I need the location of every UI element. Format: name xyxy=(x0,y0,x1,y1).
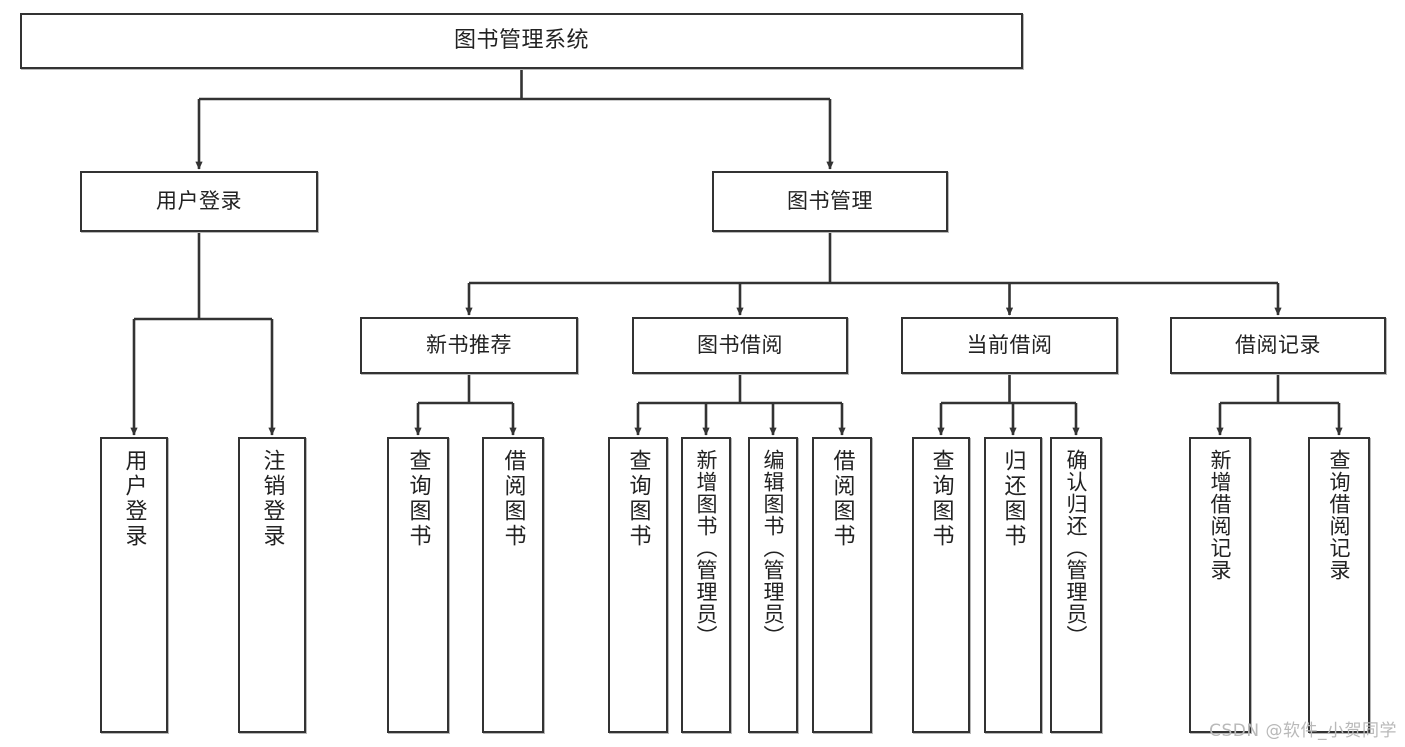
node-current-borrow[interactable]: 当前借阅 xyxy=(901,317,1118,374)
node-leaf-return-book[interactable]: 归还图书 xyxy=(984,437,1042,733)
node-new-book-rec[interactable]: 新书推荐 xyxy=(360,317,578,374)
node-label: 新增图书（管理员） xyxy=(694,449,719,647)
node-label: 查询图书 xyxy=(928,449,954,549)
node-label: 确认归还（管理员） xyxy=(1064,449,1089,647)
node-leaf-query-book-3[interactable]: 查询图书 xyxy=(912,437,970,733)
node-label: 查询借阅记录 xyxy=(1327,449,1352,581)
node-label: 图书借阅 xyxy=(697,333,783,358)
node-label: 借阅图书 xyxy=(500,449,526,549)
node-label: 查询图书 xyxy=(405,449,431,549)
node-leaf-edit-book[interactable]: 编辑图书（管理员） xyxy=(748,437,798,733)
node-leaf-add-book[interactable]: 新增图书（管理员） xyxy=(681,437,731,733)
node-book-borrow[interactable]: 图书借阅 xyxy=(632,317,848,374)
node-leaf-confirm-return[interactable]: 确认归还（管理员） xyxy=(1050,437,1102,733)
node-label: 注销登录 xyxy=(259,449,285,549)
node-book-manage[interactable]: 图书管理 xyxy=(712,171,948,232)
node-label: 借阅图书 xyxy=(829,449,855,549)
node-label: 用户登录 xyxy=(121,449,147,549)
node-label: 新增借阅记录 xyxy=(1208,449,1233,581)
node-label: 编辑图书（管理员） xyxy=(761,449,786,647)
node-leaf-user-login[interactable]: 用户登录 xyxy=(100,437,168,733)
watermark-credit: CSDN @软件_小贺同学 xyxy=(1209,721,1397,741)
connector-edges xyxy=(130,69,1343,436)
node-leaf-borrow-book-1[interactable]: 借阅图书 xyxy=(482,437,544,733)
node-borrow-record[interactable]: 借阅记录 xyxy=(1170,317,1386,374)
node-label: 归还图书 xyxy=(1000,449,1026,549)
node-label: 当前借阅 xyxy=(966,333,1053,358)
node-leaf-query-record[interactable]: 查询借阅记录 xyxy=(1308,437,1370,733)
node-leaf-query-book-1[interactable]: 查询图书 xyxy=(387,437,449,733)
node-label: 图书管理系统 xyxy=(453,28,589,54)
node-leaf-query-book-2[interactable]: 查询图书 xyxy=(608,437,668,733)
node-user-login[interactable]: 用户登录 xyxy=(80,171,318,232)
node-leaf-borrow-book-2[interactable]: 借阅图书 xyxy=(812,437,872,733)
node-label: 用户登录 xyxy=(156,189,242,214)
node-leaf-add-record[interactable]: 新增借阅记录 xyxy=(1189,437,1251,733)
node-root[interactable]: 图书管理系统 xyxy=(20,13,1023,69)
node-label: 查询图书 xyxy=(625,449,651,549)
node-label: 新书推荐 xyxy=(426,333,512,358)
node-leaf-logout[interactable]: 注销登录 xyxy=(238,437,306,733)
node-label: 借阅记录 xyxy=(1235,333,1321,358)
node-label: 图书管理 xyxy=(787,189,873,214)
